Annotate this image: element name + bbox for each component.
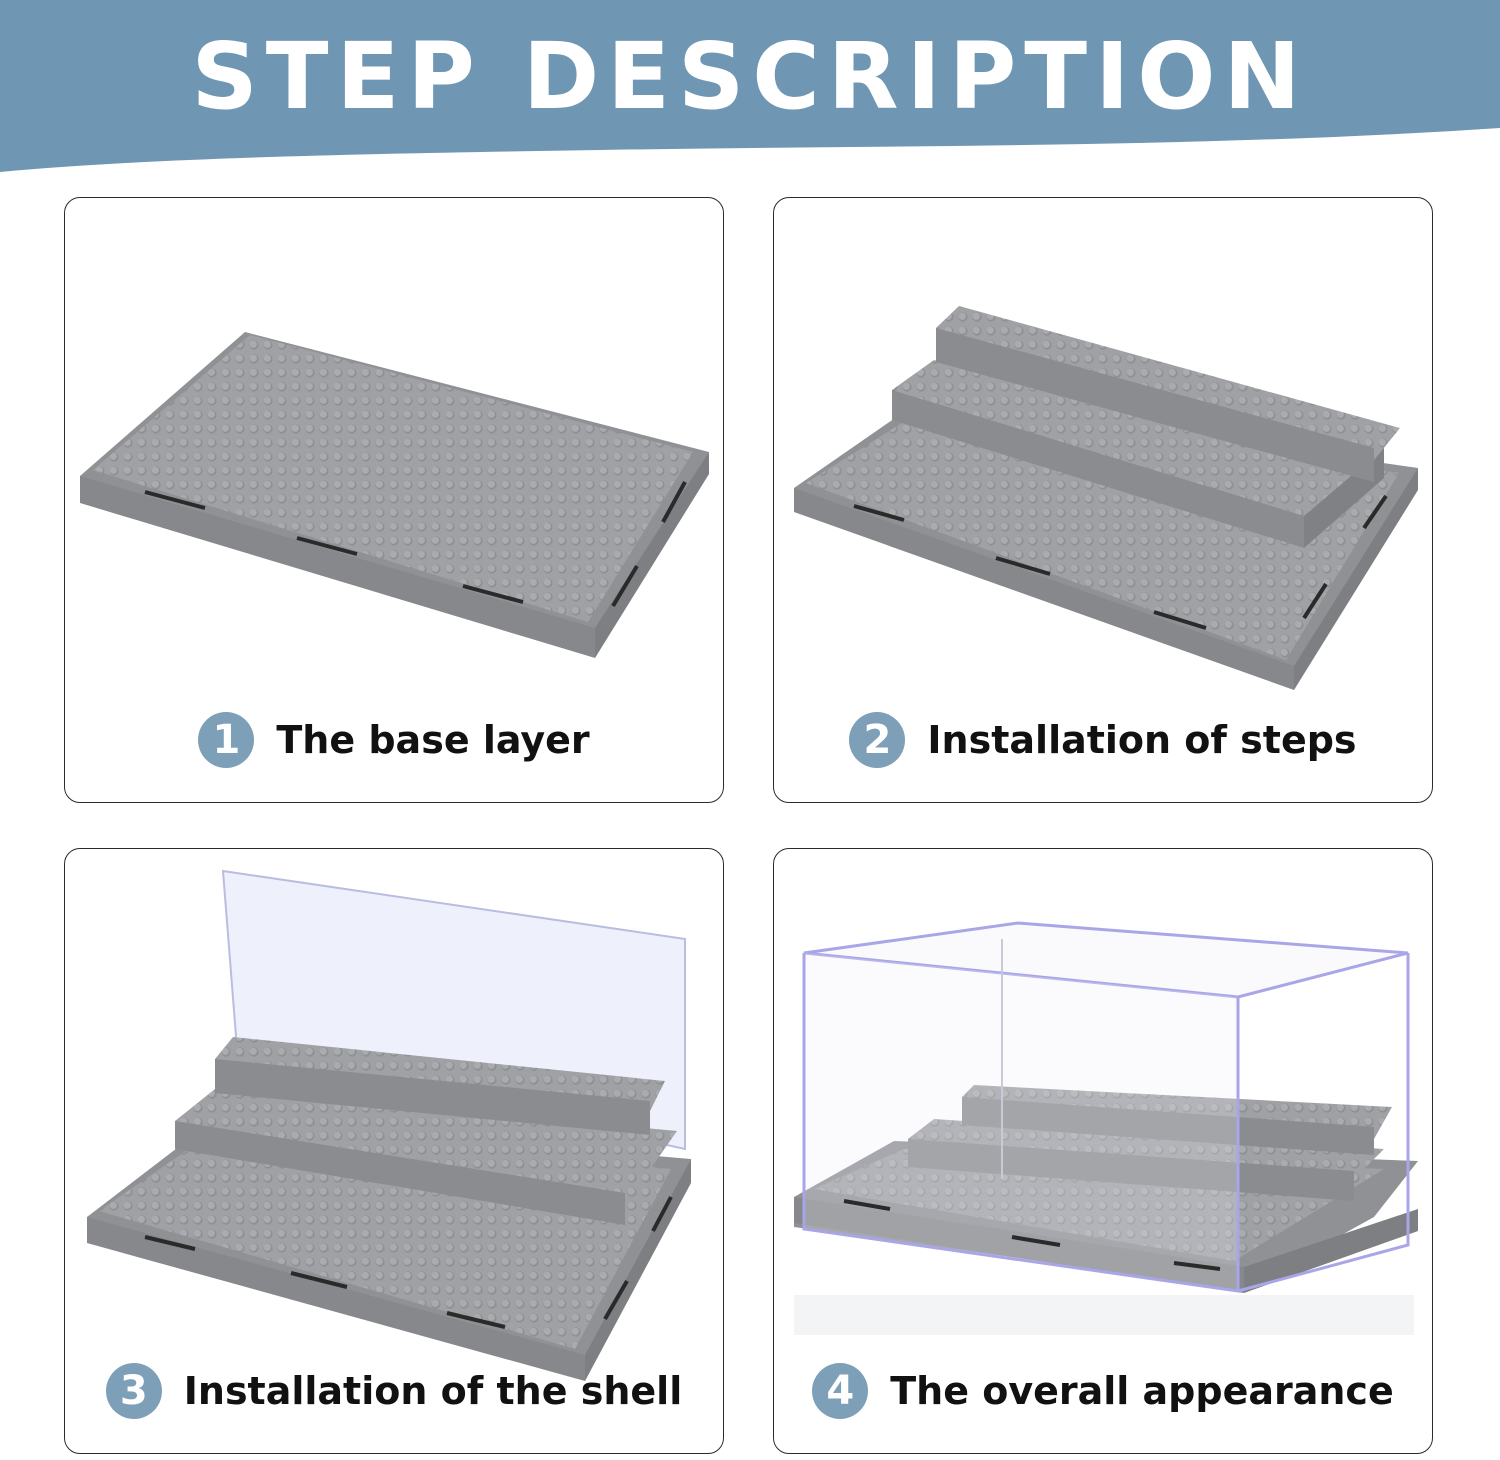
step-number-badge: 3 [105,1363,162,1419]
step-number-badge: 2 [849,712,906,768]
step-caption-3: 3 Installation of the shell [65,1359,723,1423]
step-card-4: 4 The overall appearance [773,848,1433,1454]
step-card-1: 1 The base layer [64,197,724,803]
banner-title: STEP DESCRIPTION [191,23,1309,130]
step-card-3: 3 Installation of the shell [64,848,724,1454]
overall-appearance-illustration [794,921,1418,1335]
banner-wave-background [0,0,1500,172]
header-banner: STEP DESCRIPTION [0,0,1500,180]
steps-illustration [794,306,1418,690]
step-label: Installation of the shell [183,1369,683,1413]
base-layer-illustration [80,332,709,658]
step-label: Installation of steps [927,718,1357,762]
step-card-2: 2 Installation of steps [773,197,1433,803]
step-label: The base layer [276,718,590,762]
step-caption-4: 4 The overall appearance [774,1359,1432,1423]
step-caption-1: 1 The base layer [65,708,723,772]
shell-illustration [87,869,691,1381]
step-label: The overall appearance [890,1369,1394,1413]
step-caption-2: 2 Installation of steps [774,708,1432,772]
step-number-badge: 4 [812,1363,869,1419]
step-number-badge: 1 [198,712,255,768]
